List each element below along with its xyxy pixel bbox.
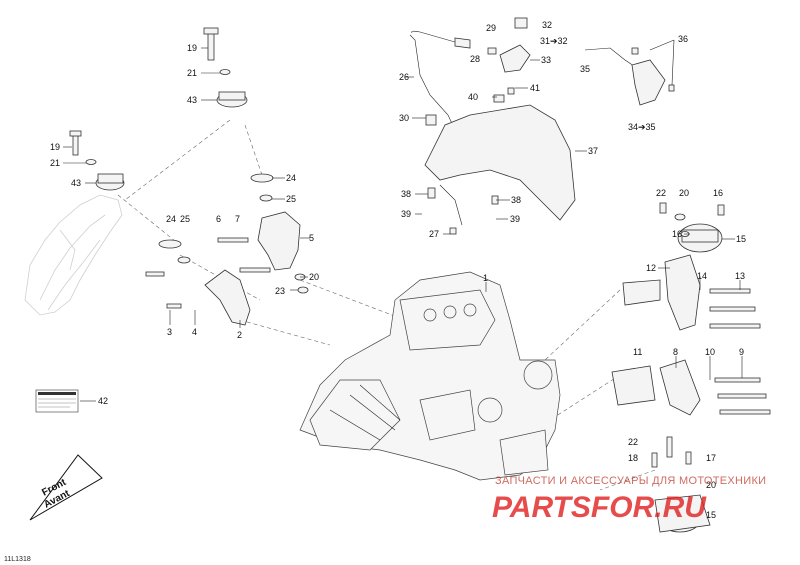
watermark-subtitle: ЗАПЧАСТИ И АКСЕССУАРЫ ДЛЯ МОТОТЕХНИКИ: [495, 475, 766, 487]
drawing-code: 11L1318: [4, 556, 31, 563]
callout-22: 22: [656, 188, 666, 198]
callout-32: 32: [542, 20, 552, 30]
callout-24: 24: [286, 173, 296, 183]
callout-38: 38: [511, 195, 521, 205]
callout-16: 16: [672, 229, 682, 239]
front-arrow-icon: Front Avant: [29, 454, 103, 521]
callout-29: 29: [486, 23, 496, 33]
callout-8: 8: [673, 347, 678, 357]
callout-25: 25: [286, 194, 296, 204]
callout-12: 12: [646, 263, 656, 273]
callout-11: 11: [633, 347, 642, 357]
watermark-brand: PARTSFOR.RU: [492, 491, 707, 524]
callout-24: 24: [166, 214, 176, 224]
callout-43: 43: [71, 178, 81, 188]
callout-25: 25: [180, 214, 190, 224]
callout-13: 13: [735, 271, 745, 281]
callout-3: 3: [167, 327, 172, 337]
callout-36: 36: [678, 34, 688, 44]
callout-38: 38: [401, 189, 411, 199]
harness-bracket: [409, 17, 675, 235]
callout-37: 37: [588, 146, 598, 156]
callout-20: 20: [679, 188, 689, 198]
callout-15: 15: [736, 234, 746, 244]
callout-23: 23: [275, 286, 285, 296]
callout-9: 9: [739, 347, 744, 357]
callout-labels: 19 21 43 19 21 43 24 25 24 25 6 7 5 20 2…: [50, 20, 746, 520]
frame-ghost: [24, 194, 123, 316]
callout-1: 1: [483, 273, 488, 283]
callout-33: 33: [541, 55, 551, 65]
callout-21: 21: [50, 158, 60, 168]
callout-31-32: 31➔32: [540, 36, 568, 46]
callout-41: 41: [530, 83, 540, 93]
callout-15: 15: [706, 510, 716, 520]
callout-5: 5: [309, 233, 314, 243]
callout-43: 43: [187, 95, 197, 105]
callout-10: 10: [705, 347, 715, 357]
callout-21: 21: [187, 68, 197, 78]
leader-lines: [63, 39, 743, 402]
callout-7: 7: [235, 214, 240, 224]
callout-40: 40: [468, 92, 478, 102]
callout-18: 18: [628, 453, 638, 463]
watermark: ЗАПЧАСТИ И АКСЕССУАРЫ ДЛЯ МОТОТЕХНИКИ PA…: [492, 475, 766, 524]
callout-28: 28: [470, 54, 480, 64]
left-mount-parts: [69, 27, 309, 326]
callout-35: 35: [580, 64, 590, 74]
callout-20: 20: [309, 272, 319, 282]
callout-4: 4: [192, 327, 197, 337]
callout-39: 39: [510, 214, 520, 224]
callout-6: 6: [216, 214, 221, 224]
callout-39: 39: [401, 209, 411, 219]
callout-34-35: 34➔35: [628, 122, 656, 132]
callout-17: 17: [706, 453, 716, 463]
warning-label: [35, 389, 79, 413]
callout-26: 26: [399, 72, 409, 82]
callout-20: 20: [706, 480, 716, 490]
callout-16: 16: [713, 188, 723, 198]
callout-30: 30: [399, 113, 409, 123]
callout-27: 27: [429, 229, 439, 239]
callout-22: 22: [628, 437, 638, 447]
callout-14: 14: [697, 271, 707, 281]
engine-assembly: [299, 271, 561, 481]
callout-2: 2: [237, 330, 242, 340]
callout-19: 19: [50, 142, 60, 152]
callout-19: 19: [187, 43, 197, 53]
callout-42: 42: [98, 396, 108, 406]
right-mount-parts: [611, 202, 771, 533]
